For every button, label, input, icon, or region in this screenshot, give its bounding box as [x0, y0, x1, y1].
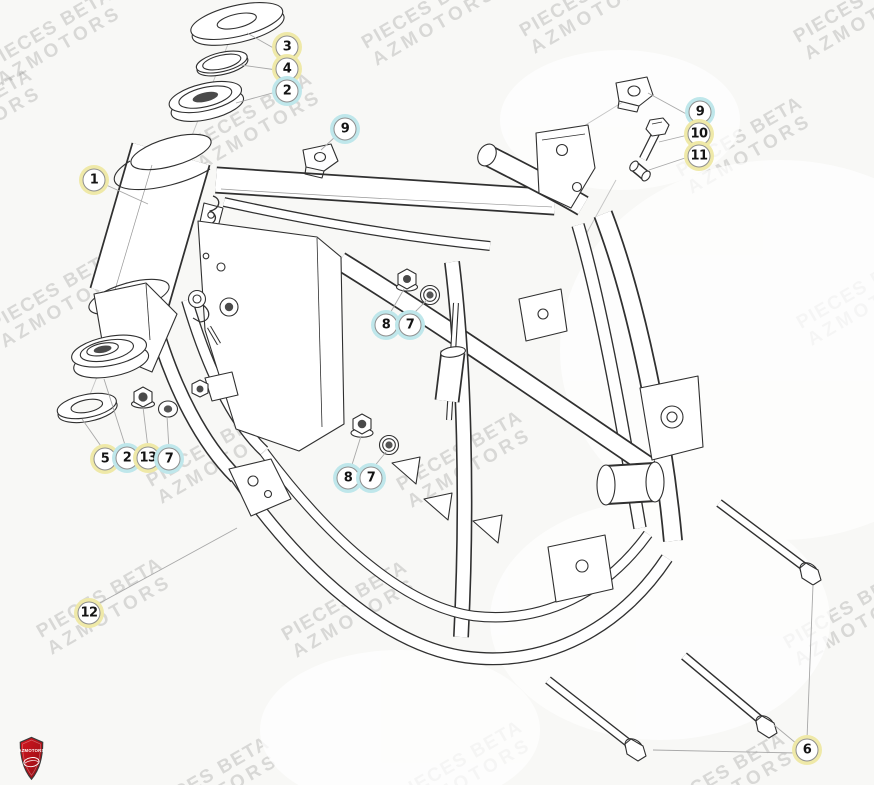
callout-12[interactable]: 12 [77, 601, 101, 625]
callout-4[interactable]: 4 [275, 57, 299, 81]
callout-9[interactable]: 9 [333, 117, 357, 141]
callout-7[interactable]: 7 [398, 313, 422, 337]
callout-3[interactable]: 3 [275, 35, 299, 59]
callout-10[interactable]: 10 [687, 122, 711, 146]
leader-line [647, 92, 691, 117]
callout-9[interactable]: 9 [688, 100, 712, 124]
leader-line [246, 32, 278, 51]
leader-line [97, 527, 238, 605]
leader-line [103, 183, 149, 205]
part-cap [190, 2, 285, 46]
callout-1[interactable]: 1 [82, 168, 106, 192]
leader-line [411, 299, 428, 316]
part-nut-8b [350, 413, 374, 438]
leader-lines [81, 32, 814, 754]
leader-line [648, 156, 689, 171]
leader-line [235, 91, 277, 104]
callout-8[interactable]: 8 [336, 466, 360, 490]
leader-line [240, 64, 278, 71]
part-washer-large [56, 392, 118, 424]
callout-2[interactable]: 2 [275, 79, 299, 103]
part-nut-8a [395, 268, 419, 292]
part-bolt-6b [681, 652, 778, 739]
callout-7[interactable]: 7 [157, 447, 181, 471]
frame-body [88, 124, 704, 666]
leader-line [806, 584, 814, 740]
leader-line [350, 435, 362, 469]
leader-line [103, 378, 127, 449]
leader-line [81, 418, 104, 450]
callout-13[interactable]: 13 [136, 446, 160, 470]
part-bolt-6a [716, 499, 822, 586]
part-spacer-11 [629, 160, 651, 182]
callout-2[interactable]: 2 [115, 446, 139, 470]
callout-5[interactable]: 5 [93, 447, 117, 471]
leader-line [652, 749, 797, 754]
callout-11[interactable]: 11 [687, 144, 711, 168]
part-clip-9b [615, 76, 654, 113]
part-bearing-lower [71, 334, 150, 379]
leader-line [388, 288, 405, 316]
part-bolt-6c [545, 676, 647, 762]
callout-8[interactable]: 8 [374, 313, 398, 337]
part-washer-7c [378, 434, 400, 456]
callout-7[interactable]: 7 [359, 466, 383, 490]
logo-text: AZMOTORS [18, 748, 44, 753]
leader-line [142, 406, 149, 449]
azmotors-logo: AZMOTORS [18, 736, 44, 781]
leader-line [320, 135, 337, 151]
leader-line [372, 451, 387, 469]
part-seal-ring [195, 50, 249, 77]
part-bolt-10 [639, 117, 670, 161]
leader-line [658, 134, 689, 143]
part-nut-13 [130, 386, 156, 409]
leader-line [166, 415, 170, 450]
part-bearing-upper [168, 80, 245, 122]
part-washer-7b [419, 284, 441, 306]
part-nut-frame [191, 379, 209, 398]
part-washer-7a [157, 400, 179, 418]
exploded-parts [56, 2, 822, 762]
callout-6[interactable]: 6 [795, 738, 819, 762]
logo-shield [19, 736, 44, 781]
leader-line [773, 724, 798, 745]
